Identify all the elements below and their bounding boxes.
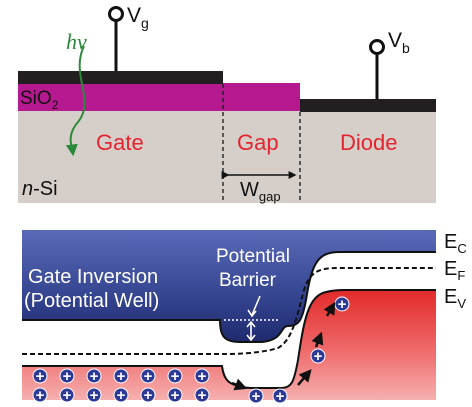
hole-icon: [194, 368, 210, 384]
hole-symbol: +: [252, 388, 261, 405]
gate-inversion-label: Gate Inversion: [28, 266, 158, 288]
gate-metal: [18, 71, 223, 84]
hole-flow-arrow-1: [231, 378, 248, 391]
hole-flow-arrow-4: [323, 301, 336, 317]
hole-icon: [140, 387, 156, 403]
hole-icon: [113, 368, 129, 384]
hole-icon: [167, 387, 183, 403]
diode-metal: [300, 99, 436, 112]
hole-symbol: +: [338, 296, 347, 313]
ec-label: EC: [444, 231, 467, 256]
holes-group: + + + + + + + + + + + + + + + + + +: [32, 296, 350, 405]
diode-terminal-icon: [369, 39, 385, 55]
hole-symbol: +: [314, 348, 323, 365]
gate-region-label: Gate: [96, 130, 144, 155]
substrate-label: n-Si: [22, 178, 58, 200]
hole-symbol: +: [36, 387, 45, 404]
hole-symbol: +: [198, 368, 207, 385]
hole-icon: [248, 388, 264, 404]
hole-icon: [86, 368, 102, 384]
oxide-label: SiO2: [20, 88, 59, 112]
silicon-substrate: [18, 111, 436, 203]
hole-symbol: +: [171, 387, 180, 404]
diode-region-label: Diode: [340, 130, 397, 155]
gap-width-label: Wgap: [240, 179, 281, 204]
conduction-band-edge: [22, 251, 436, 343]
ev-label: EV: [444, 286, 466, 311]
device-cross-section: Vg Vb hν SiO2 Gate Gap Diode n-Si Wgap: [18, 4, 436, 204]
hole-icon: [59, 368, 75, 384]
gate-terminal-icon: [108, 6, 124, 22]
hole-symbol: +: [144, 368, 153, 385]
hole-symbol: +: [63, 368, 72, 385]
hole-icon: [32, 387, 48, 403]
hole-icon: [194, 387, 210, 403]
hole-symbol: +: [63, 387, 72, 404]
hole-symbol: +: [198, 387, 207, 404]
hole-icon: [310, 348, 326, 364]
hole-icon: [59, 387, 75, 403]
hole-symbol: +: [117, 368, 126, 385]
hole-icon: [140, 368, 156, 384]
diode-voltage-label: Vb: [388, 29, 410, 56]
barrier-label: Barrier: [219, 270, 277, 291]
hole-flow-arrow-3: [311, 331, 324, 348]
hole-symbol: +: [276, 388, 285, 405]
hole-symbol: +: [171, 368, 180, 385]
photon-arrow-icon: [65, 45, 86, 157]
hole-symbol: +: [90, 368, 99, 385]
gap-region-label: Gap: [237, 130, 279, 155]
barrier-arrow-head-top: [246, 320, 256, 328]
hole-icon: [86, 387, 102, 403]
barrier-pointer-head: [247, 309, 257, 318]
hole-symbol: +: [144, 387, 153, 404]
potential-label: Potential: [216, 246, 290, 267]
potential-well-label: (Potential Well): [24, 290, 159, 312]
hole-icon: [272, 388, 288, 404]
conduction-band-fill: [22, 230, 436, 342]
gate-voltage-label: Vg: [127, 4, 149, 31]
oxide-layer: [18, 83, 300, 111]
hole-icon: [167, 368, 183, 384]
hole-icon: [32, 368, 48, 384]
fermi-level-line: [22, 267, 436, 355]
hole-flow-arrow-2: [297, 369, 312, 386]
hole-symbol: +: [117, 387, 126, 404]
hole-symbol: +: [36, 368, 45, 385]
hole-symbol: +: [90, 387, 99, 404]
band-diagram: Gate Inversion (Potential Well) Potentia…: [22, 230, 467, 405]
photon-label: hν: [66, 29, 87, 54]
hole-icon: [113, 387, 129, 403]
ef-label: EF: [444, 258, 465, 283]
barrier-pointer-arrow: [251, 295, 261, 316]
barrier-arrow-head-bottom: [246, 334, 256, 342]
